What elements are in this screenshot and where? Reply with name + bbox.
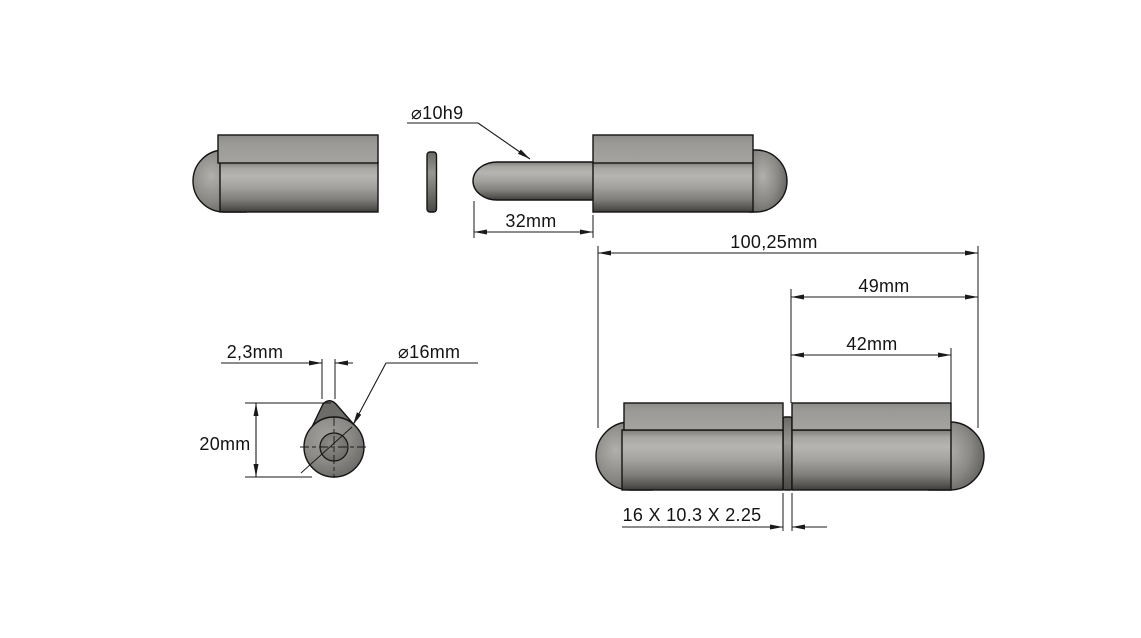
right-knuckle-body xyxy=(592,161,754,213)
dimension-label: ⌀16mm xyxy=(398,342,460,362)
arrowhead xyxy=(253,464,259,477)
left-knuckle-body xyxy=(219,161,379,213)
dimension-label: 42mm xyxy=(846,334,897,354)
hinge-half-right xyxy=(592,134,788,213)
assembled-body-right xyxy=(791,429,952,491)
assembled-leaf-left xyxy=(623,402,784,431)
dimension-label: ⌀10h9 xyxy=(411,103,463,123)
assembled-leaf-right xyxy=(791,402,952,431)
left-leaf xyxy=(217,134,379,164)
arrowhead xyxy=(253,403,259,416)
hinge-half-left xyxy=(192,134,379,213)
dimension-label: 49mm xyxy=(858,276,909,296)
view-assembled xyxy=(595,402,985,491)
hinge-pin xyxy=(472,161,595,201)
arrowhead xyxy=(791,352,804,358)
arrowhead xyxy=(791,294,804,300)
view-end xyxy=(300,400,368,478)
arrowhead xyxy=(938,352,951,358)
dimension-label: 100,25mm xyxy=(730,232,817,252)
arrowhead xyxy=(770,524,783,530)
dim-49mm: 49mm xyxy=(790,276,978,403)
diameter-line xyxy=(300,426,353,474)
dim-washer-spec: 16 X 10.3 X 2.25 xyxy=(622,493,827,531)
dimension-label: 20mm xyxy=(199,434,250,454)
dimension-label: 16 X 10.3 X 2.25 xyxy=(623,505,762,525)
dimension-label: 2,3mm xyxy=(227,342,284,362)
dim-pin-length: 32mm xyxy=(473,201,594,238)
arrowhead xyxy=(517,149,530,159)
assembled-washer xyxy=(782,416,793,491)
dim-42mm: 42mm xyxy=(791,334,952,404)
arrowhead xyxy=(965,250,978,256)
arrowhead xyxy=(965,294,978,300)
assembled-body-left xyxy=(621,429,784,491)
arrowhead xyxy=(580,229,593,235)
dim-knuckle-height: 20mm xyxy=(199,402,331,478)
dim-pin-diameter: ⌀10h9 xyxy=(407,103,531,160)
arrowhead xyxy=(792,524,805,530)
dim-tip-width: 2,3mm xyxy=(221,342,353,399)
right-leaf xyxy=(592,134,754,164)
right-knuckle-dome xyxy=(749,149,788,213)
arrowhead xyxy=(598,250,611,256)
arrowhead xyxy=(335,360,348,366)
dimension-label: 32mm xyxy=(505,211,556,231)
dim-knuckle-diameter: ⌀16mm xyxy=(300,342,478,474)
view-exploded xyxy=(192,134,788,213)
dim-overall-length: 100,25mm xyxy=(597,232,979,428)
washer-exploded xyxy=(426,151,438,213)
arrowhead xyxy=(353,412,362,425)
arrowhead xyxy=(309,360,322,366)
arrowhead xyxy=(474,229,487,235)
